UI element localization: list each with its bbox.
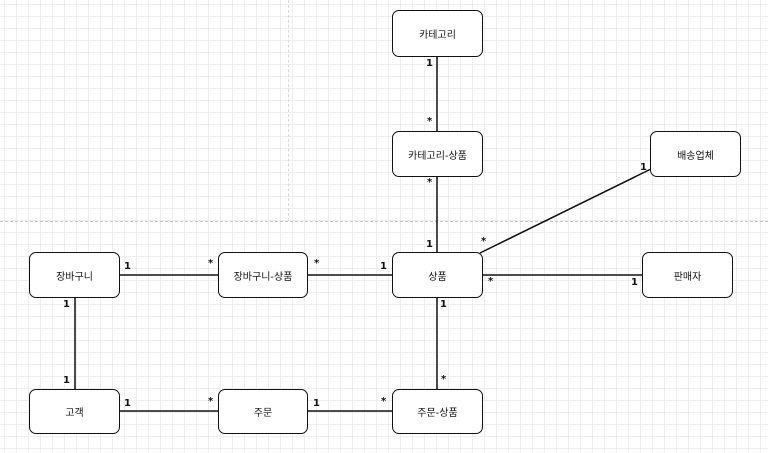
entity-delivery[interactable]: 배송업체 — [650, 131, 741, 177]
entity-label: 상품 — [428, 271, 447, 283]
multiplicity-cart-bottom: 1 — [63, 299, 70, 310]
multiplicity-category-product-top: * — [427, 116, 433, 127]
entity-label: 배송업체 — [677, 150, 714, 162]
multiplicity-order-product-left: * — [381, 396, 387, 407]
entity-category[interactable]: 카테고리 — [392, 10, 483, 57]
connector-delivery-product[interactable] — [479, 167, 654, 254]
entity-seller[interactable]: 판매자 — [642, 252, 733, 298]
entity-order[interactable]: 주문 — [218, 389, 308, 434]
multiplicity-product-left: 1 — [380, 261, 387, 272]
multiplicity-product-seller-side: * — [488, 276, 494, 287]
entity-label: 카테고리-상품 — [408, 150, 467, 162]
multiplicity-cart-product-left: * — [208, 258, 214, 269]
entity-label: 고객 — [65, 408, 84, 419]
entity-label: 주문 — [253, 408, 273, 419]
multiplicity-order-left: * — [208, 396, 214, 407]
multiplicity-order-right: 1 — [313, 398, 320, 409]
entity-product[interactable]: 상품 — [392, 252, 483, 298]
entity-category-product[interactable]: 카테고리-상품 — [392, 131, 483, 177]
entity-label: 장바구니-상품 — [233, 271, 293, 283]
page-break-guide-vertical — [288, 0, 289, 221]
entity-cart-product[interactable]: 장바구니-상품 — [218, 252, 308, 298]
entity-label: 주문-상품 — [417, 408, 458, 419]
multiplicity-delivery-side: 1 — [640, 162, 647, 173]
entity-customer[interactable]: 고객 — [29, 389, 120, 434]
entity-cart[interactable]: 장바구니 — [29, 252, 120, 298]
multiplicity-category-side: 1 — [426, 58, 433, 69]
multiplicity-order-product-top: * — [441, 374, 447, 385]
page-break-guide-horizontal — [0, 221, 768, 222]
entity-label: 장바구니 — [56, 271, 93, 283]
multiplicity-category-product-bottom: * — [427, 177, 433, 188]
multiplicity-product-top: 1 — [426, 239, 433, 250]
entity-label: 카테고리 — [419, 30, 456, 41]
multiplicity-customer-right: 1 — [124, 398, 131, 409]
multiplicity-seller-side: 1 — [631, 277, 638, 288]
multiplicity-product-bottom: 1 — [440, 299, 447, 310]
multiplicity-cart-right: 1 — [124, 261, 131, 272]
multiplicity-product-delivery-side: * — [481, 236, 487, 247]
multiplicity-cart-product-right: * — [314, 258, 320, 269]
entity-order-product[interactable]: 주문-상품 — [392, 389, 483, 434]
entity-label: 판매자 — [673, 271, 702, 283]
multiplicity-customer-top: 1 — [63, 375, 70, 386]
